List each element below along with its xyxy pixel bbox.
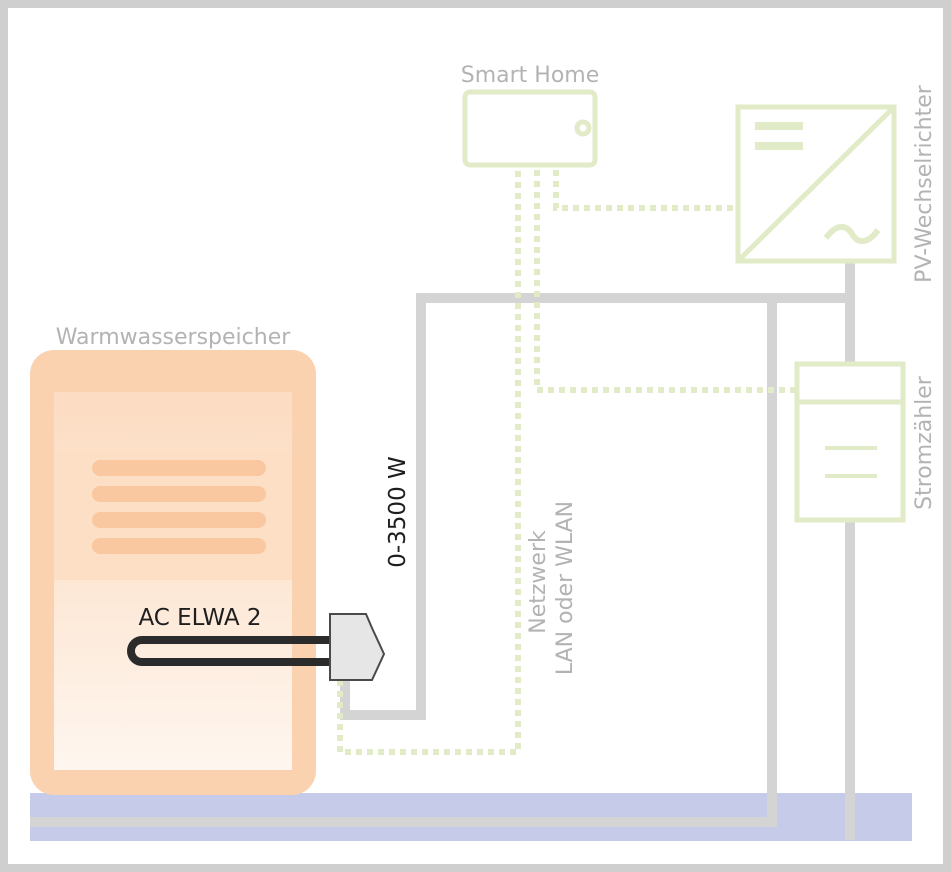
tablet-icon (462, 89, 598, 168)
immersion-heater-icon (127, 613, 386, 681)
storage-tank (30, 350, 316, 795)
network-line-inverter (553, 170, 735, 211)
power-lines (30, 262, 855, 840)
dc-ac-inverter-icon (735, 104, 897, 264)
network-label-line2: LAN oder WLAN (553, 501, 578, 675)
heater-housing (329, 613, 386, 681)
network-line-meter (534, 170, 795, 393)
storage-tank-label: Warmwasserspeicher (56, 325, 292, 350)
heater-label: AC ELWA 2 (138, 605, 261, 631)
heating-coil-icon (92, 460, 266, 554)
smart-home-label: Smart Home (461, 63, 600, 88)
grid-return-line (30, 298, 777, 827)
network-line-heater (337, 170, 521, 755)
meter-label: Stromzähler (912, 375, 937, 510)
heater-power-line (340, 293, 850, 720)
tank-inner (54, 392, 292, 770)
power-range-label: 0-3500 W (385, 456, 411, 568)
network-lines (337, 170, 795, 755)
network-label-line1: Netzwerk (526, 530, 551, 634)
electricity-meter-icon (794, 361, 906, 523)
inverter-label: PV-Wechselrichter (912, 84, 937, 283)
